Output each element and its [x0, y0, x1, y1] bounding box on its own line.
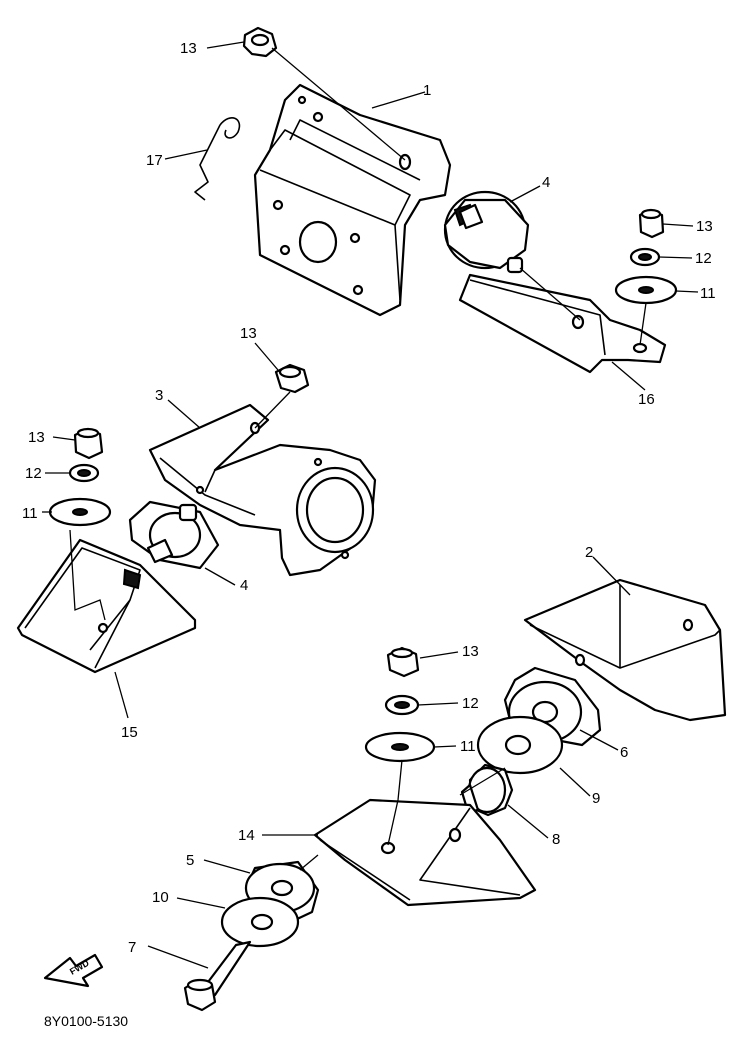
label-4: 4	[542, 174, 550, 191]
lock-washer-part-12-lower	[384, 694, 420, 716]
spring-clip-part-17	[194, 117, 241, 201]
label-11: 11	[460, 738, 476, 755]
nut-part-13-left	[73, 427, 104, 460]
label-17: 17	[146, 152, 163, 169]
bracket-part-15	[16, 538, 197, 674]
label-11: 11	[22, 505, 38, 522]
nut-part-13-right	[638, 208, 665, 239]
nut-part-13-top	[242, 26, 278, 58]
bracket-part-14	[313, 798, 537, 907]
washer-part-10	[220, 896, 300, 948]
lock-washer-part-12-left	[68, 463, 100, 483]
label-12: 12	[462, 695, 479, 712]
bracket-part-2	[523, 578, 727, 722]
label-13: 13	[180, 40, 197, 57]
forward-direction-icon: FWD	[43, 953, 104, 988]
label-13: 13	[462, 643, 479, 660]
washer-part-11-left	[48, 497, 112, 527]
assembly-line	[639, 302, 647, 346]
assembly-line	[69, 529, 106, 621]
label-12: 12	[25, 465, 42, 482]
leader-lines	[42, 41, 699, 969]
label-2: 2	[585, 544, 593, 561]
drawing-code: 8Y0100-5130	[44, 1013, 128, 1029]
rubber-mount-part-4-lower	[128, 500, 220, 570]
label-9: 9	[592, 790, 600, 807]
label-11: 11	[700, 285, 716, 302]
label-5: 5	[186, 852, 194, 869]
rubber-mount-part-4-upper	[443, 190, 530, 274]
assembly-line	[387, 759, 403, 846]
washer-part-11-right	[614, 275, 678, 305]
bolt-part-7	[183, 940, 252, 1012]
rubber-block-part-6	[503, 666, 602, 747]
assembly-line	[254, 391, 291, 429]
label-1: 1	[423, 82, 431, 99]
spacer-part-8	[460, 763, 514, 817]
label-6: 6	[620, 744, 628, 761]
label-13: 13	[28, 429, 45, 446]
washer-part-9	[476, 715, 564, 775]
label-3: 3	[155, 387, 163, 404]
assembly-line	[299, 854, 319, 871]
label-13: 13	[696, 218, 713, 235]
nut-part-13-lower	[386, 646, 420, 678]
assembly-line	[519, 267, 581, 321]
bracket-part-1	[253, 83, 452, 317]
label-14: 14	[238, 827, 255, 844]
label-15: 15	[121, 724, 138, 741]
label-12: 12	[695, 250, 712, 267]
label-4: 4	[240, 577, 248, 594]
label-8: 8	[552, 831, 560, 848]
label-16: 16	[638, 391, 655, 408]
label-7: 7	[128, 939, 136, 956]
label-13: 13	[240, 325, 257, 342]
plate-part-16	[458, 273, 667, 374]
bracket-part-3	[148, 403, 377, 577]
lock-washer-part-12-right	[629, 247, 661, 267]
assembly-line	[459, 767, 506, 796]
washer-part-11-lower	[364, 731, 436, 763]
label-10: 10	[152, 889, 169, 906]
assembly-line	[271, 47, 406, 161]
nut-part-13-middle	[274, 363, 310, 394]
